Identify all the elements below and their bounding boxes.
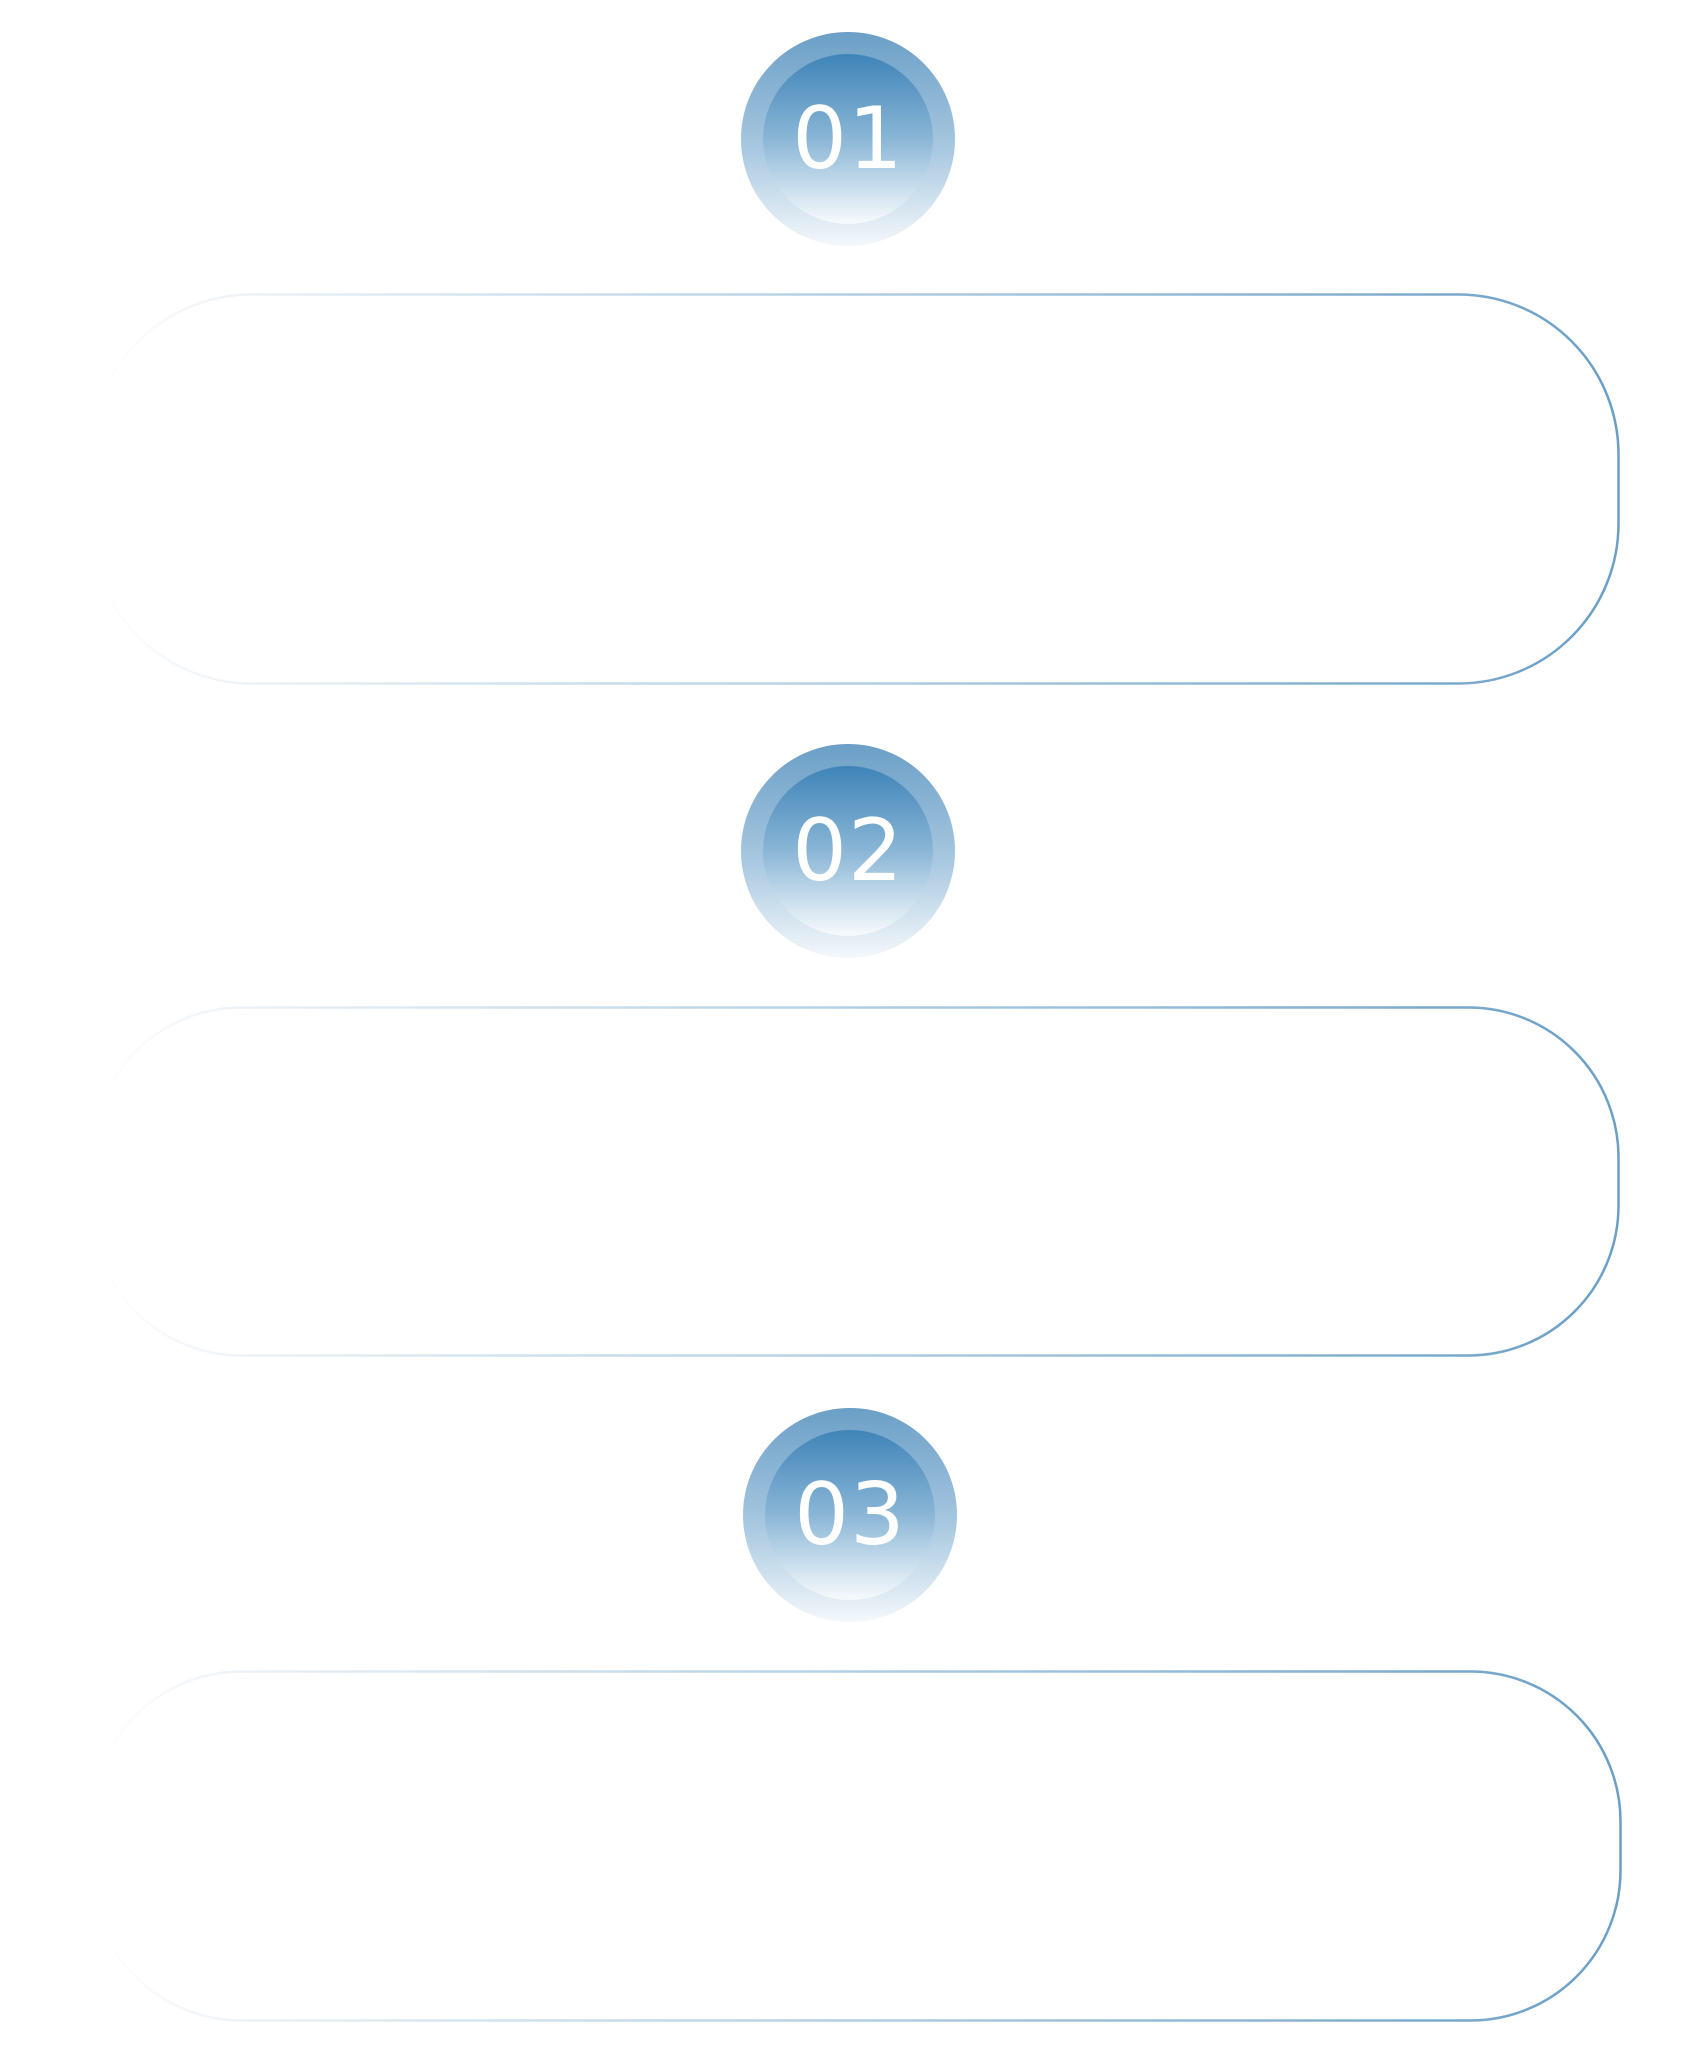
step-3-badge-inner-circle	[765, 1430, 935, 1600]
step-3-content-panel	[90, 1670, 1622, 2022]
step-3-number: 03	[794, 1465, 906, 1565]
step-2-number-badge: 02	[741, 744, 955, 958]
step-2-content-panel	[90, 1006, 1620, 1357]
step-1-number: 01	[792, 89, 904, 189]
step-2-badge-inner-circle	[763, 766, 933, 936]
step-1-content-panel	[90, 293, 1620, 685]
step-1-number-badge: 01	[741, 32, 955, 246]
step-2-number: 02	[792, 801, 904, 901]
step-3-number-badge: 03	[743, 1408, 957, 1622]
step-1-badge-inner-circle	[763, 54, 933, 224]
